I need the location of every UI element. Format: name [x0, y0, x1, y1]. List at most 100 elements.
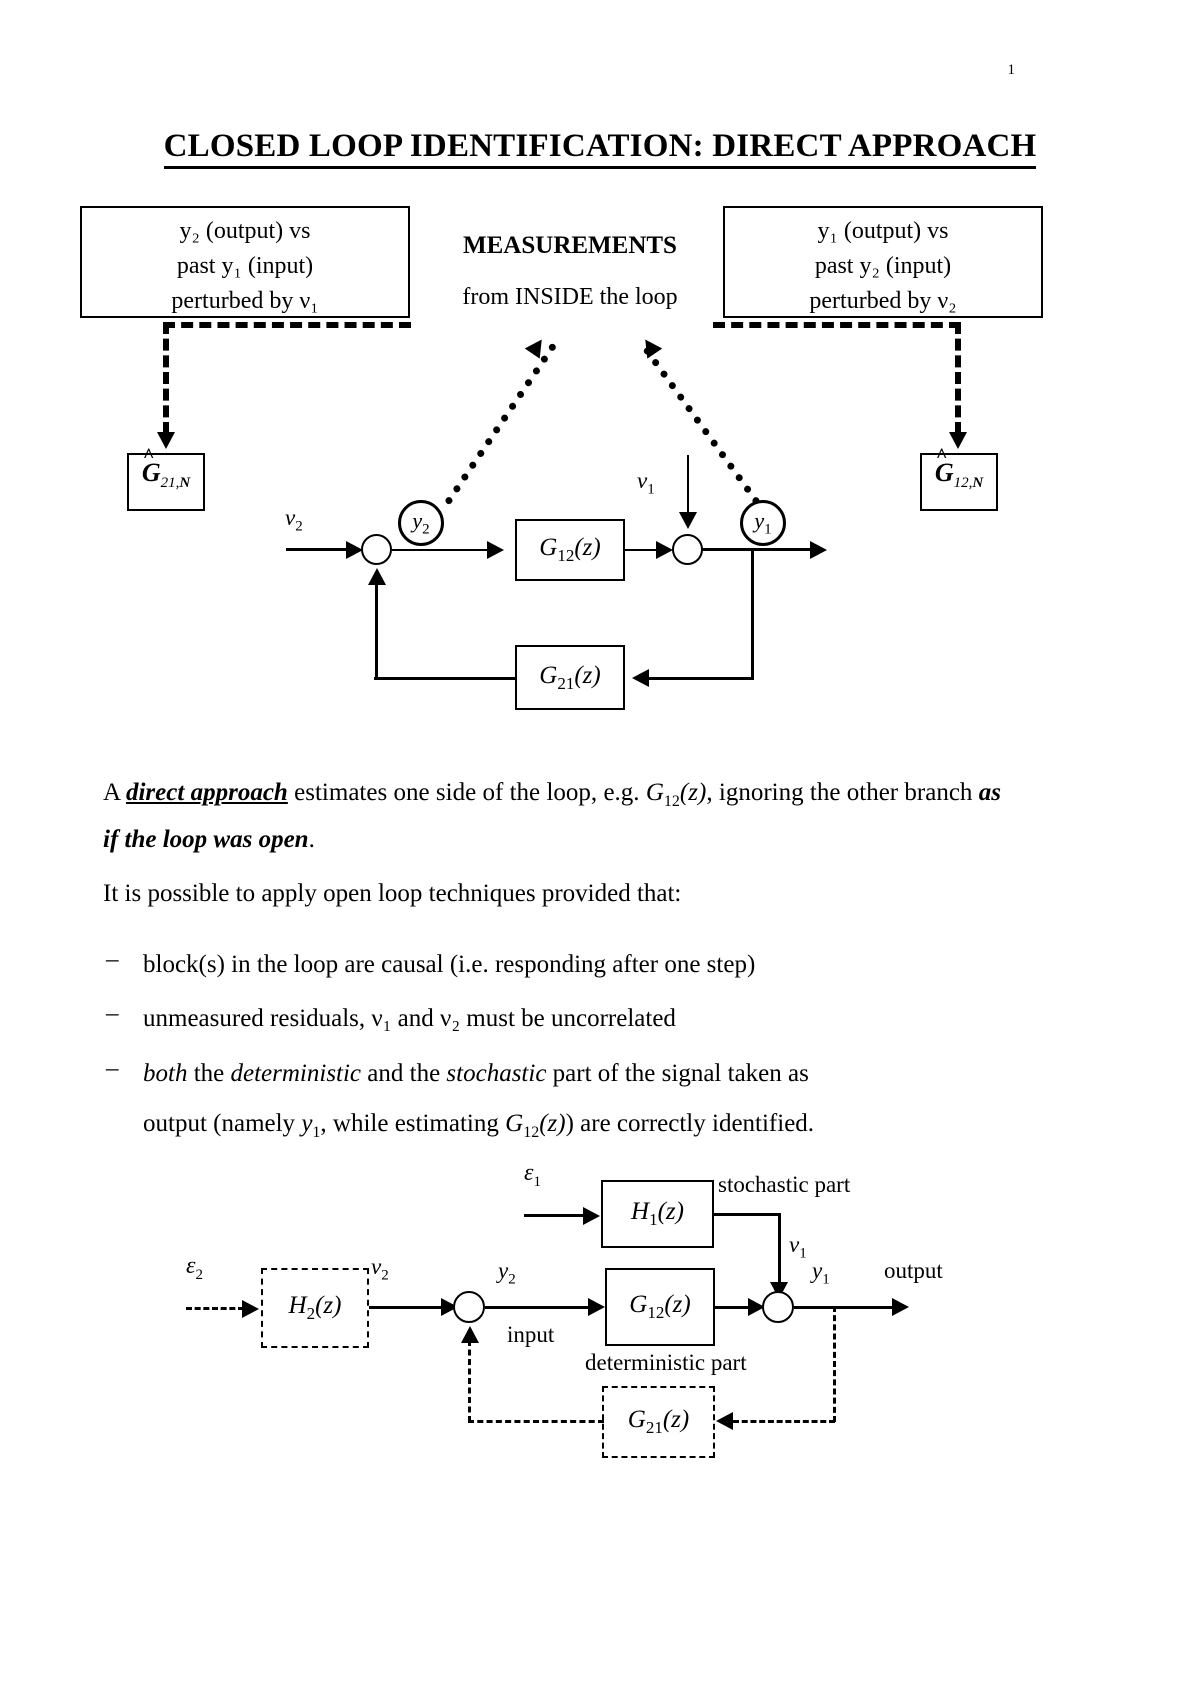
block-g12: G12(z): [515, 519, 625, 581]
info-box-right-line2: past y₂ (input): [814, 253, 952, 279]
dashed-connector-right-horizontal: [713, 322, 961, 328]
bottom-output-arrowhead-icon: [892, 1298, 909, 1316]
bottom-feedback-line-up: [468, 1340, 471, 1422]
stochastic-part-label: stochastic part: [718, 1172, 851, 1197]
measurements-title: MEASUREMENTS: [463, 232, 677, 259]
para1-emphasis-1: direct approach: [125, 779, 288, 806]
loop-input-line: [286, 548, 349, 551]
para1-mid2: , ignoring the other branch: [706, 779, 979, 806]
info-box-right-line1: y₁ (output) vs: [817, 218, 949, 244]
block-h2: H2(z): [261, 1268, 369, 1348]
signal-circle-y2-label: y2: [412, 507, 430, 538]
bullet3-stochastic: stochastic: [446, 1060, 547, 1087]
info-box-left-line2: past y₁ (input): [176, 253, 314, 279]
dashed-connector-right-vertical: [955, 322, 961, 434]
loop-line-to-g12-arrowhead-icon: [487, 541, 504, 559]
info-box-right: y₁ (output) vs past y₂ (input) perturbed…: [723, 206, 1043, 318]
loop-noise-label: ν1: [637, 468, 655, 498]
bottom-v1-label: ν1: [789, 1232, 807, 1262]
bullet3-rest: part of the signal taken as: [546, 1060, 809, 1087]
loop-output-arrowhead-icon: [810, 541, 827, 559]
bottom-eps2-line: [186, 1307, 244, 1310]
info-box-left-line3: perturbed by ν₁: [171, 288, 319, 314]
bottom-feedback-line-into-g21: [733, 1420, 835, 1423]
paragraph-1: A direct approach estimates one side of …: [103, 774, 1001, 859]
bottom-h2-output-line: [369, 1306, 450, 1309]
bottom-line-from-g12-arrowhead-icon: [748, 1298, 765, 1316]
bottom-v2-label: ν2: [371, 1254, 389, 1284]
bullet3-line2-b: , while estimating: [320, 1110, 506, 1137]
bottom-eps1-line: [524, 1214, 586, 1217]
para1-math: G12(z): [645, 779, 707, 810]
summing-junction-left: [361, 534, 392, 565]
bottom-feedback-line-from-g21: [468, 1420, 604, 1423]
bottom-feedback-line-down: [833, 1306, 836, 1422]
bullet-text-3-line-2: output (namely y1, while estimating G12(…: [143, 1105, 1001, 1152]
loop-line-from-g12: [625, 549, 667, 551]
bullet-text-2: unmeasured residuals, ν₁ and ν₂ must be …: [143, 1005, 676, 1032]
block-h2-label: H2(z): [288, 1292, 342, 1323]
feedback-up-arrowhead-icon: [368, 568, 386, 585]
estimate-box-g12: ^G12,N: [920, 445, 998, 511]
bottom-line-to-g12: [485, 1306, 595, 1309]
bottom-eps2-label: ε2: [186, 1253, 203, 1283]
estimate-right-symbol: ^G12,N: [934, 445, 984, 492]
bullet3-line2-c: ) are correctly identified.: [565, 1110, 815, 1137]
bullet3-line2-a: output (namely: [143, 1110, 302, 1137]
bottom-block-g21-label: G21(z): [627, 1406, 690, 1437]
para1-prefix: A: [103, 779, 126, 806]
feedback-line-into-g21: [648, 677, 754, 680]
block-g21-label: G21(z): [539, 661, 601, 693]
bottom-line-from-g12: [715, 1306, 760, 1309]
dashed-connector-left-vertical: [163, 322, 169, 434]
deterministic-part-label: deterministic part: [585, 1350, 747, 1375]
loop-output-line: [702, 548, 817, 551]
bullet-marker-2: –: [106, 1000, 119, 1027]
info-box-right-line3: perturbed by ν₂: [809, 288, 957, 314]
bottom-block-g21: G21(z): [602, 1386, 715, 1458]
signal-circle-y1: y1: [740, 500, 786, 546]
info-box-left: y₂ (output) vs past y₁ (input) perturbed…: [80, 206, 410, 318]
bottom-eps1-label: ε1: [524, 1160, 541, 1190]
estimate-box-g21: ^G21,N: [127, 445, 205, 511]
bottom-y2-label: y2: [498, 1258, 516, 1288]
bottom-summing-junction-left: [453, 1291, 485, 1323]
block-h1: H1(z): [601, 1180, 714, 1248]
bullet3-deterministic: deterministic: [230, 1060, 362, 1087]
page-title: CLOSED LOOP IDENTIFICATION: DIRECT APPRO…: [0, 128, 1200, 169]
estimate-left-symbol: ^G21,N: [141, 445, 191, 492]
feedback-line-up: [375, 585, 378, 679]
bottom-output-line: [794, 1306, 899, 1309]
page-title-text: CLOSED LOOP IDENTIFICATION: DIRECT APPRO…: [163, 128, 1037, 169]
signal-circle-y1-label: y1: [754, 507, 772, 538]
measurement-pointer-left: [444, 342, 558, 506]
bullet3-both: both: [143, 1060, 188, 1087]
dashed-connector-right-arrowhead-icon: [949, 432, 967, 449]
bullet-text-3-line-1: both the deterministic and the stochasti…: [143, 1055, 1001, 1093]
bottom-feedback-up-arrowhead-icon: [461, 1326, 479, 1343]
para1-emphasis-2: as if the loop was open: [103, 779, 1001, 853]
dashed-connector-left-horizontal: [163, 322, 411, 328]
bottom-h1-output-line: [714, 1213, 780, 1216]
measurements-subtitle: from INSIDE the loop: [462, 284, 678, 310]
block-g12-label: G12(z): [539, 534, 601, 565]
loop-noise-arrowhead-icon: [679, 512, 697, 529]
loop-line-from-g12-arrowhead-icon: [656, 541, 673, 559]
bottom-feedback-into-g21-arrowhead-icon: [716, 1412, 733, 1430]
page-number: 1: [1007, 62, 1016, 78]
bottom-eps2-arrowhead-icon: [242, 1300, 259, 1318]
bullet-marker-1: –: [106, 946, 119, 973]
loop-input-arrowhead-icon: [346, 541, 363, 559]
bottom-y1-label: y1: [812, 1258, 830, 1288]
info-box-left-line1: y₂ (output) vs: [179, 218, 311, 244]
bottom-v1-line: [778, 1213, 781, 1286]
block-g21: G21(z): [515, 645, 625, 710]
bottom-summing-junction-right: [762, 1291, 794, 1323]
para1-mid: estimates one side of the loop, e.g.: [287, 779, 646, 806]
bullet3-the: the: [187, 1060, 231, 1087]
bullet-text-1: block(s) in the loop are causal (i.e. re…: [143, 951, 756, 978]
bottom-eps1-arrowhead-icon: [583, 1207, 600, 1225]
block-h1-label: H1(z): [631, 1198, 684, 1229]
dashed-connector-left-arrowhead-icon: [157, 432, 175, 449]
